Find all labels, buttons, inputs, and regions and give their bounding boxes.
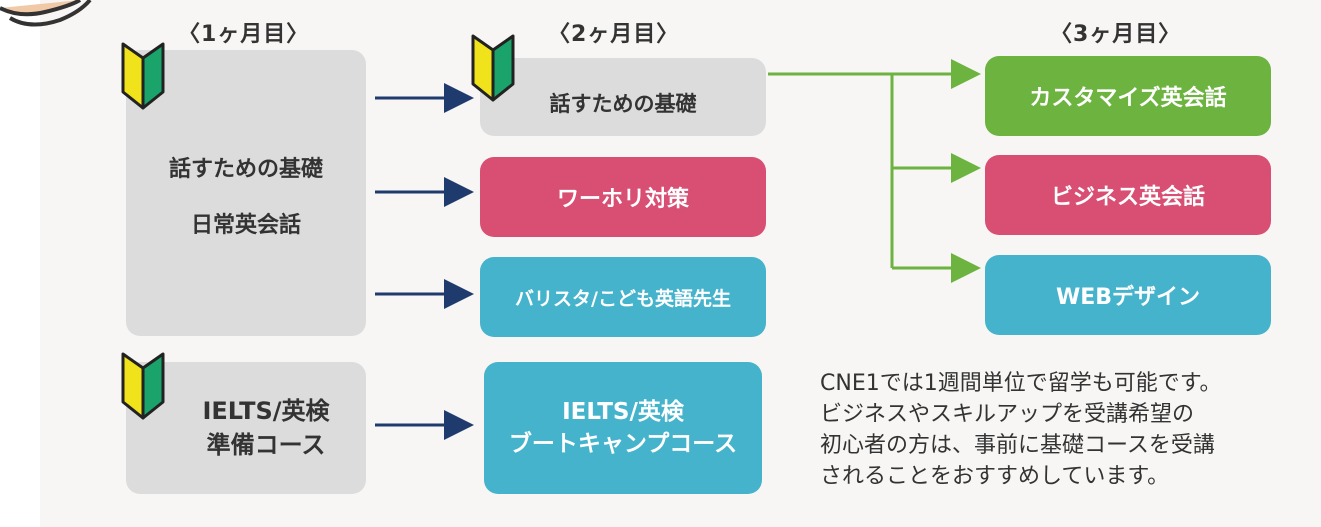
month1-ielts-line1: IELTS/英検	[202, 397, 330, 425]
month3-business-box: ビジネス英会話	[985, 155, 1271, 235]
note-line-3: 初心者の方は、事前に基礎コースを受講	[820, 433, 1215, 458]
header-month-2: 〈2ヶ月目〉	[548, 22, 680, 47]
beginner-mark-icon	[121, 42, 165, 110]
beginner-mark-icon	[471, 34, 515, 102]
month1-basics-line1: 話すための基礎	[168, 157, 323, 182]
month2-basics-box: 話すための基礎	[480, 58, 766, 136]
month1-ielts-line2: 準備コース	[206, 431, 326, 459]
beginner-mark-icon	[121, 352, 165, 420]
month1-basics-box: 話すための基礎 日常英会話	[126, 50, 366, 336]
green-branch-arrows	[768, 59, 981, 283]
month2-bootcamp-box: IELTS/英検 ブートキャンプコース	[484, 362, 762, 494]
month2-bootcamp-line1: IELTS/英検	[562, 399, 684, 425]
month3-custom-box: カスタマイズ英会話	[985, 56, 1271, 136]
note-line-2: ビジネスやスキルアップを受講希望の	[820, 402, 1195, 427]
pointing-hand-icon	[0, 0, 92, 27]
month2-barista-kids-box: バリスタ/こども英語先生	[480, 257, 766, 337]
month2-bootcamp-line2: ブートキャンプコース	[508, 431, 738, 457]
note-line-1: CNE1では1週間単位で留学も可能です。	[820, 371, 1222, 396]
month1-ielts-box: IELTS/英検 準備コース	[126, 362, 366, 494]
course-note: CNE1では1週間単位で留学も可能です。 ビジネスやスキルアップを受講希望の 初…	[820, 368, 1310, 492]
month1-basics-line2: 日常英会話	[190, 213, 301, 238]
header-month-1: 〈1ヶ月目〉	[178, 22, 310, 47]
month2-working-holiday-box: ワーホリ対策	[480, 157, 766, 237]
header-month-3: 〈3ヶ月目〉	[1050, 22, 1182, 47]
month3-web-box: WEBデザイン	[985, 255, 1271, 335]
note-line-4: されることをおすすめしています。	[820, 464, 1170, 489]
